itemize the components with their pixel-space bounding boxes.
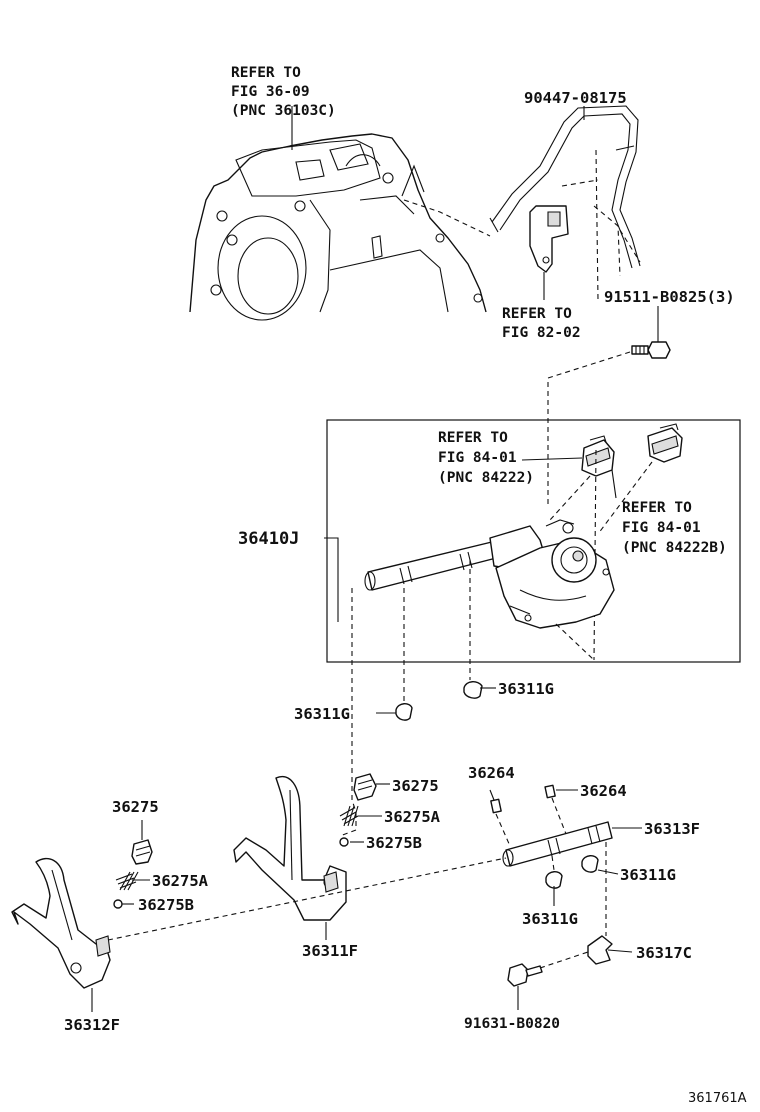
label-36275A-lower: 36275A [152, 872, 209, 890]
ref-fig36-line3: (PNC 36103C) [231, 103, 336, 119]
ball-36275B-lower [113, 899, 123, 909]
label-91631-B0820: 91631-B0820 [464, 1016, 560, 1032]
label-90447-08175: 90447-08175 [524, 89, 627, 107]
ref-fig84b-line1: REFER TO [622, 500, 692, 516]
label-36264-left: 36264 [468, 764, 515, 782]
transmission-case [189, 133, 487, 321]
label-36275B-upper: 36275B [366, 834, 422, 852]
ref-fig36-line2: FIG 36-09 [231, 84, 310, 100]
ref-fig84b-line3: (PNC 84222B) [622, 540, 727, 556]
shift-selector-36410J [364, 519, 615, 629]
label-36311G-lower-right: 36311G [620, 866, 676, 884]
fork-36311F [233, 775, 347, 921]
spring-36275A-lower [115, 871, 139, 891]
tube-bracket [529, 205, 569, 273]
pin-36264-right [544, 784, 556, 799]
ref-fig36-line1: REFER TO [231, 65, 301, 81]
breather-tube-90447 [489, 105, 641, 269]
diagram-code: 361761A [688, 1091, 747, 1106]
bolt-91511 [631, 341, 671, 359]
label-36311G-left: 36311G [294, 705, 350, 723]
bolt-91631 [507, 963, 543, 987]
label-36311G-right: 36311G [498, 680, 554, 698]
plug-36275-lower [131, 839, 153, 865]
label-91511-B0825: 91511-B0825(3) [604, 288, 735, 306]
ref-fig84a-line2: FIG 84-01 [438, 450, 517, 466]
clip-36311G-lower-a [581, 855, 599, 873]
label-36410J: 36410J [238, 529, 299, 549]
label-36317C: 36317C [636, 944, 692, 962]
pin-36264-left [490, 798, 502, 814]
spring-36275A-upper [339, 805, 359, 827]
fork-36312F [11, 857, 111, 989]
label-36311F: 36311F [302, 942, 358, 960]
label-36275-upper: 36275 [392, 777, 439, 795]
label-36275B-lower: 36275B [138, 896, 194, 914]
lock-36317C [587, 935, 613, 965]
ref-fig82-line2: FIG 82-02 [502, 325, 581, 341]
sensor-84222B [647, 423, 683, 463]
ball-36275B-upper [339, 837, 349, 847]
ref-fig84a-line1: REFER TO [438, 430, 508, 446]
label-36264-right: 36264 [580, 782, 627, 800]
label-36275-lower: 36275 [112, 798, 159, 816]
clip-36311G-lower-b [545, 871, 563, 889]
clip-36311G-right [463, 681, 483, 699]
label-36311G-lower-mid: 36311G [522, 910, 578, 928]
ref-fig84a-line3: (PNC 84222) [438, 470, 534, 486]
label-36275A-upper: 36275A [384, 808, 441, 826]
sensor-84222 [581, 435, 615, 477]
clip-36311G-left [395, 703, 413, 721]
ref-fig84b-line2: FIG 84-01 [622, 520, 701, 536]
label-36312F: 36312F [64, 1016, 120, 1034]
label-36313F: 36313F [644, 820, 700, 838]
shaft-36313F [502, 821, 613, 867]
ref-fig82-line1: REFER TO [502, 306, 572, 322]
plug-36275-upper [353, 773, 377, 801]
assembly-box-36410J [326, 419, 741, 663]
